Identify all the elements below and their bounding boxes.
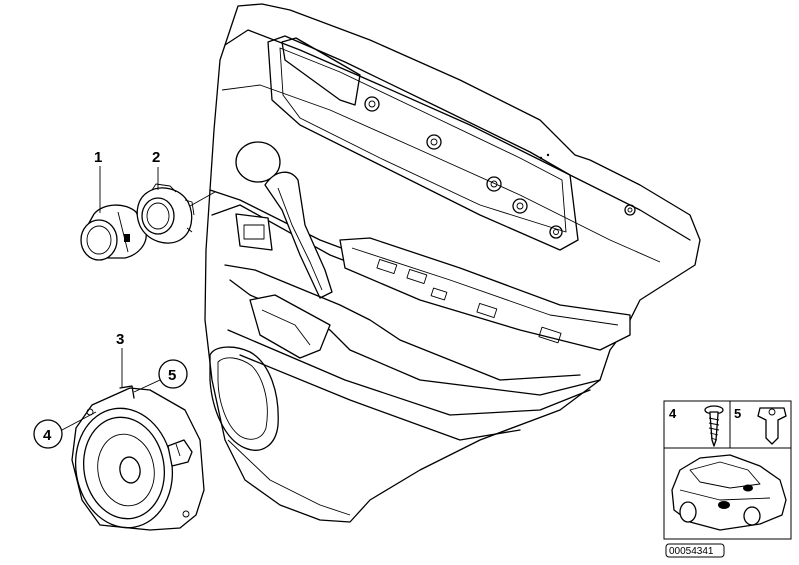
diagram-code: 00054341 (669, 546, 714, 557)
callout-4-bubble: 4 (33, 411, 97, 449)
callout-1: 1 (94, 149, 102, 166)
screw-icon (704, 405, 724, 447)
callout-5-bubble: 5 (133, 359, 188, 393)
inset-panel: 4 5 (663, 400, 792, 540)
door-trim-panel (204, 3, 701, 523)
car-location-icon (671, 454, 787, 531)
clip-fasteners (364, 96, 636, 239)
clip-nut-icon (757, 407, 787, 445)
diagram-code-badge: 00054341 (665, 543, 725, 558)
callout-3: 3 (116, 331, 124, 348)
inset-label-screw: 4 (669, 406, 677, 421)
part-1-tweeter-cover (80, 204, 147, 261)
callout-4: 4 (43, 427, 52, 444)
callout-5: 5 (168, 367, 176, 384)
callout-2: 2 (152, 149, 160, 166)
part-3-speaker (71, 385, 205, 531)
leader-line-2b (189, 191, 216, 207)
inset-label-nut: 5 (734, 406, 741, 421)
part-2-tweeter-ring (136, 183, 195, 244)
